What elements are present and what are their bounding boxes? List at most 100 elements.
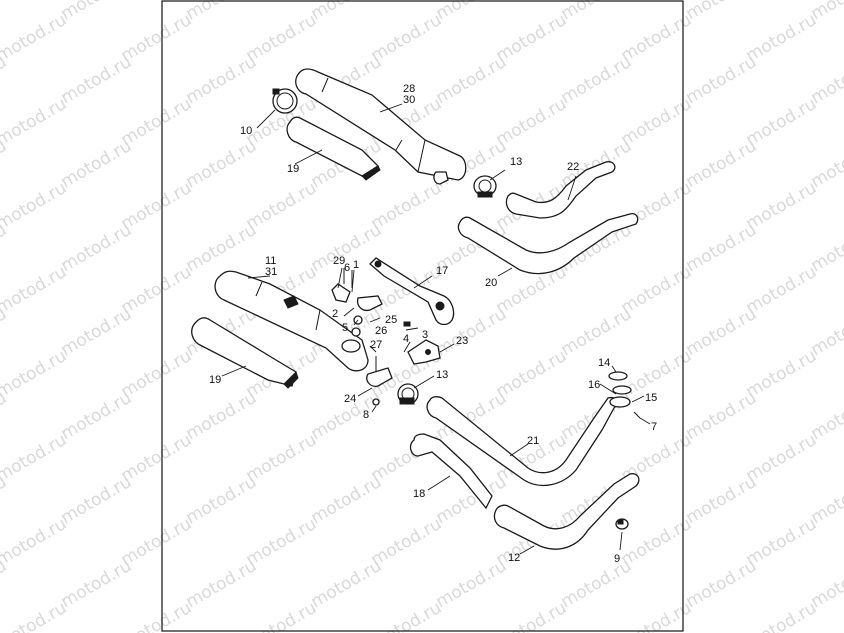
watermark-text: motod.ru <box>58 472 136 528</box>
callout-12: 12 <box>508 552 520 564</box>
watermark-text: motod.ru <box>0 514 70 570</box>
watermark-text: motod.ru <box>0 262 70 318</box>
watermark-text: motod.ru <box>183 472 261 528</box>
watermark-text: motod.ru <box>433 0 511 24</box>
watermark-text: motod.ru <box>118 10 196 66</box>
callout-28: 28 <box>403 83 415 95</box>
callout-16: 16 <box>588 379 600 391</box>
watermark-text: motod.ru <box>558 52 636 108</box>
watermark-text: motod.ru <box>243 10 321 66</box>
watermark-text: motod.ru <box>683 388 761 444</box>
watermark-text: motod.ru <box>743 262 821 318</box>
watermark-text: motod.ru <box>0 346 70 402</box>
watermark-text: motod.ru <box>0 598 70 633</box>
watermark-text: motod.ru <box>308 472 386 528</box>
callout-labels: 28 30 10 19 13 22 20 11 31 17 29 6 1 2 2… <box>209 83 657 565</box>
watermark-text: motod.ru <box>368 10 446 66</box>
callout-10: 10 <box>240 125 252 137</box>
watermark-text: motod.ru <box>683 556 761 612</box>
watermark-text: motod.ru <box>118 94 196 150</box>
callout-17: 17 <box>436 265 448 277</box>
watermark-text: motod.ru <box>0 430 70 486</box>
upper-muffler <box>295 68 467 185</box>
lower-heat-shield <box>191 317 299 389</box>
callout-24: 24 <box>344 393 356 405</box>
watermark-text: motod.ru <box>493 598 571 633</box>
watermark-text: motod.ru <box>118 598 196 633</box>
watermark-text: motod.ru <box>243 598 321 633</box>
watermark-text: motod.ru <box>558 0 636 24</box>
crossover-pipe <box>409 433 493 510</box>
watermark-text: motod.ru <box>118 514 196 570</box>
watermark-text: motod.ru <box>683 304 761 360</box>
watermark-text: motod.ru <box>243 178 321 234</box>
watermark-text: motod.ru <box>308 0 386 24</box>
watermark-text: motod.ru <box>683 0 761 24</box>
leader-lines <box>221 103 651 555</box>
callout-26: 26 <box>375 325 387 337</box>
callout-1: 1 <box>353 259 359 271</box>
watermark-text: motod.ru <box>368 178 446 234</box>
watermark-text: motod.ru <box>433 556 511 612</box>
watermark-text: motod.ru <box>493 94 571 150</box>
callout-15: 15 <box>645 392 657 404</box>
diagram-frame <box>161 0 684 632</box>
callout-29: 29 <box>333 255 345 267</box>
watermark-text: motod.ru <box>183 52 261 108</box>
watermark-text: motod.ru <box>118 346 196 402</box>
watermark-text: motod.ru <box>743 514 821 570</box>
callout-13-upper: 13 <box>510 156 522 168</box>
watermark-text: motod.ru <box>243 430 321 486</box>
watermark-text: motod.ru <box>58 52 136 108</box>
watermark-text: motod.ru <box>183 136 261 192</box>
callout-9: 9 <box>614 553 620 565</box>
callout-8: 8 <box>363 409 369 421</box>
front-head-pipe-upper <box>505 161 616 219</box>
rear-head-pipe-upper <box>457 212 639 275</box>
watermark-text: motod.ru <box>433 52 511 108</box>
watermark-text: motod.ru <box>558 556 636 612</box>
callout-19-upper: 19 <box>287 163 299 175</box>
watermark-text: motod.ru <box>58 304 136 360</box>
callout-25: 25 <box>385 314 397 326</box>
callout-13-lower: 13 <box>436 369 448 381</box>
watermark-text: motod.ru <box>743 346 821 402</box>
callout-11: 11 <box>265 255 276 267</box>
support-bracket <box>407 339 441 365</box>
callout-23: 23 <box>456 335 468 347</box>
callout-6: 6 <box>344 262 350 274</box>
callout-31: 31 <box>265 266 277 278</box>
watermark-text: motod.ru <box>743 94 821 150</box>
pipe-bracket <box>366 367 393 387</box>
callout-30: 30 <box>403 94 415 106</box>
callout-14: 14 <box>598 357 610 369</box>
watermark-text: motod.ru <box>683 136 761 192</box>
watermark-text: motod.ru <box>0 178 70 234</box>
watermark-text: motod.ru <box>58 388 136 444</box>
callout-7: 7 <box>651 421 657 433</box>
callout-22: 22 <box>567 161 579 173</box>
watermark-text: motod.ru <box>368 514 446 570</box>
lower-muffler <box>214 270 369 372</box>
watermark-text: motod.ru <box>118 178 196 234</box>
watermark-text: motod.ru <box>0 0 10 24</box>
lower-clamp <box>397 383 419 405</box>
watermark-text: motod.ru <box>183 556 261 612</box>
watermark-text: motod.ru <box>743 430 821 486</box>
watermark-text: motod.ru <box>743 10 821 66</box>
watermark-text: motod.ru <box>683 220 761 276</box>
callout-27: 27 <box>370 339 382 351</box>
watermark-text: motod.ru <box>183 220 261 276</box>
clamp-ring <box>272 88 298 114</box>
watermark-text: motod.ru <box>243 514 321 570</box>
watermark-text: motod.ru <box>743 598 821 633</box>
gaskets <box>608 371 641 530</box>
watermark-text: motod.ru <box>58 136 136 192</box>
watermark-text: motod.ru <box>0 10 70 66</box>
callout-18: 18 <box>413 488 425 500</box>
watermark-text: motod.ru <box>308 556 386 612</box>
callout-21: 21 <box>527 435 539 447</box>
callout-2: 2 <box>332 308 338 320</box>
